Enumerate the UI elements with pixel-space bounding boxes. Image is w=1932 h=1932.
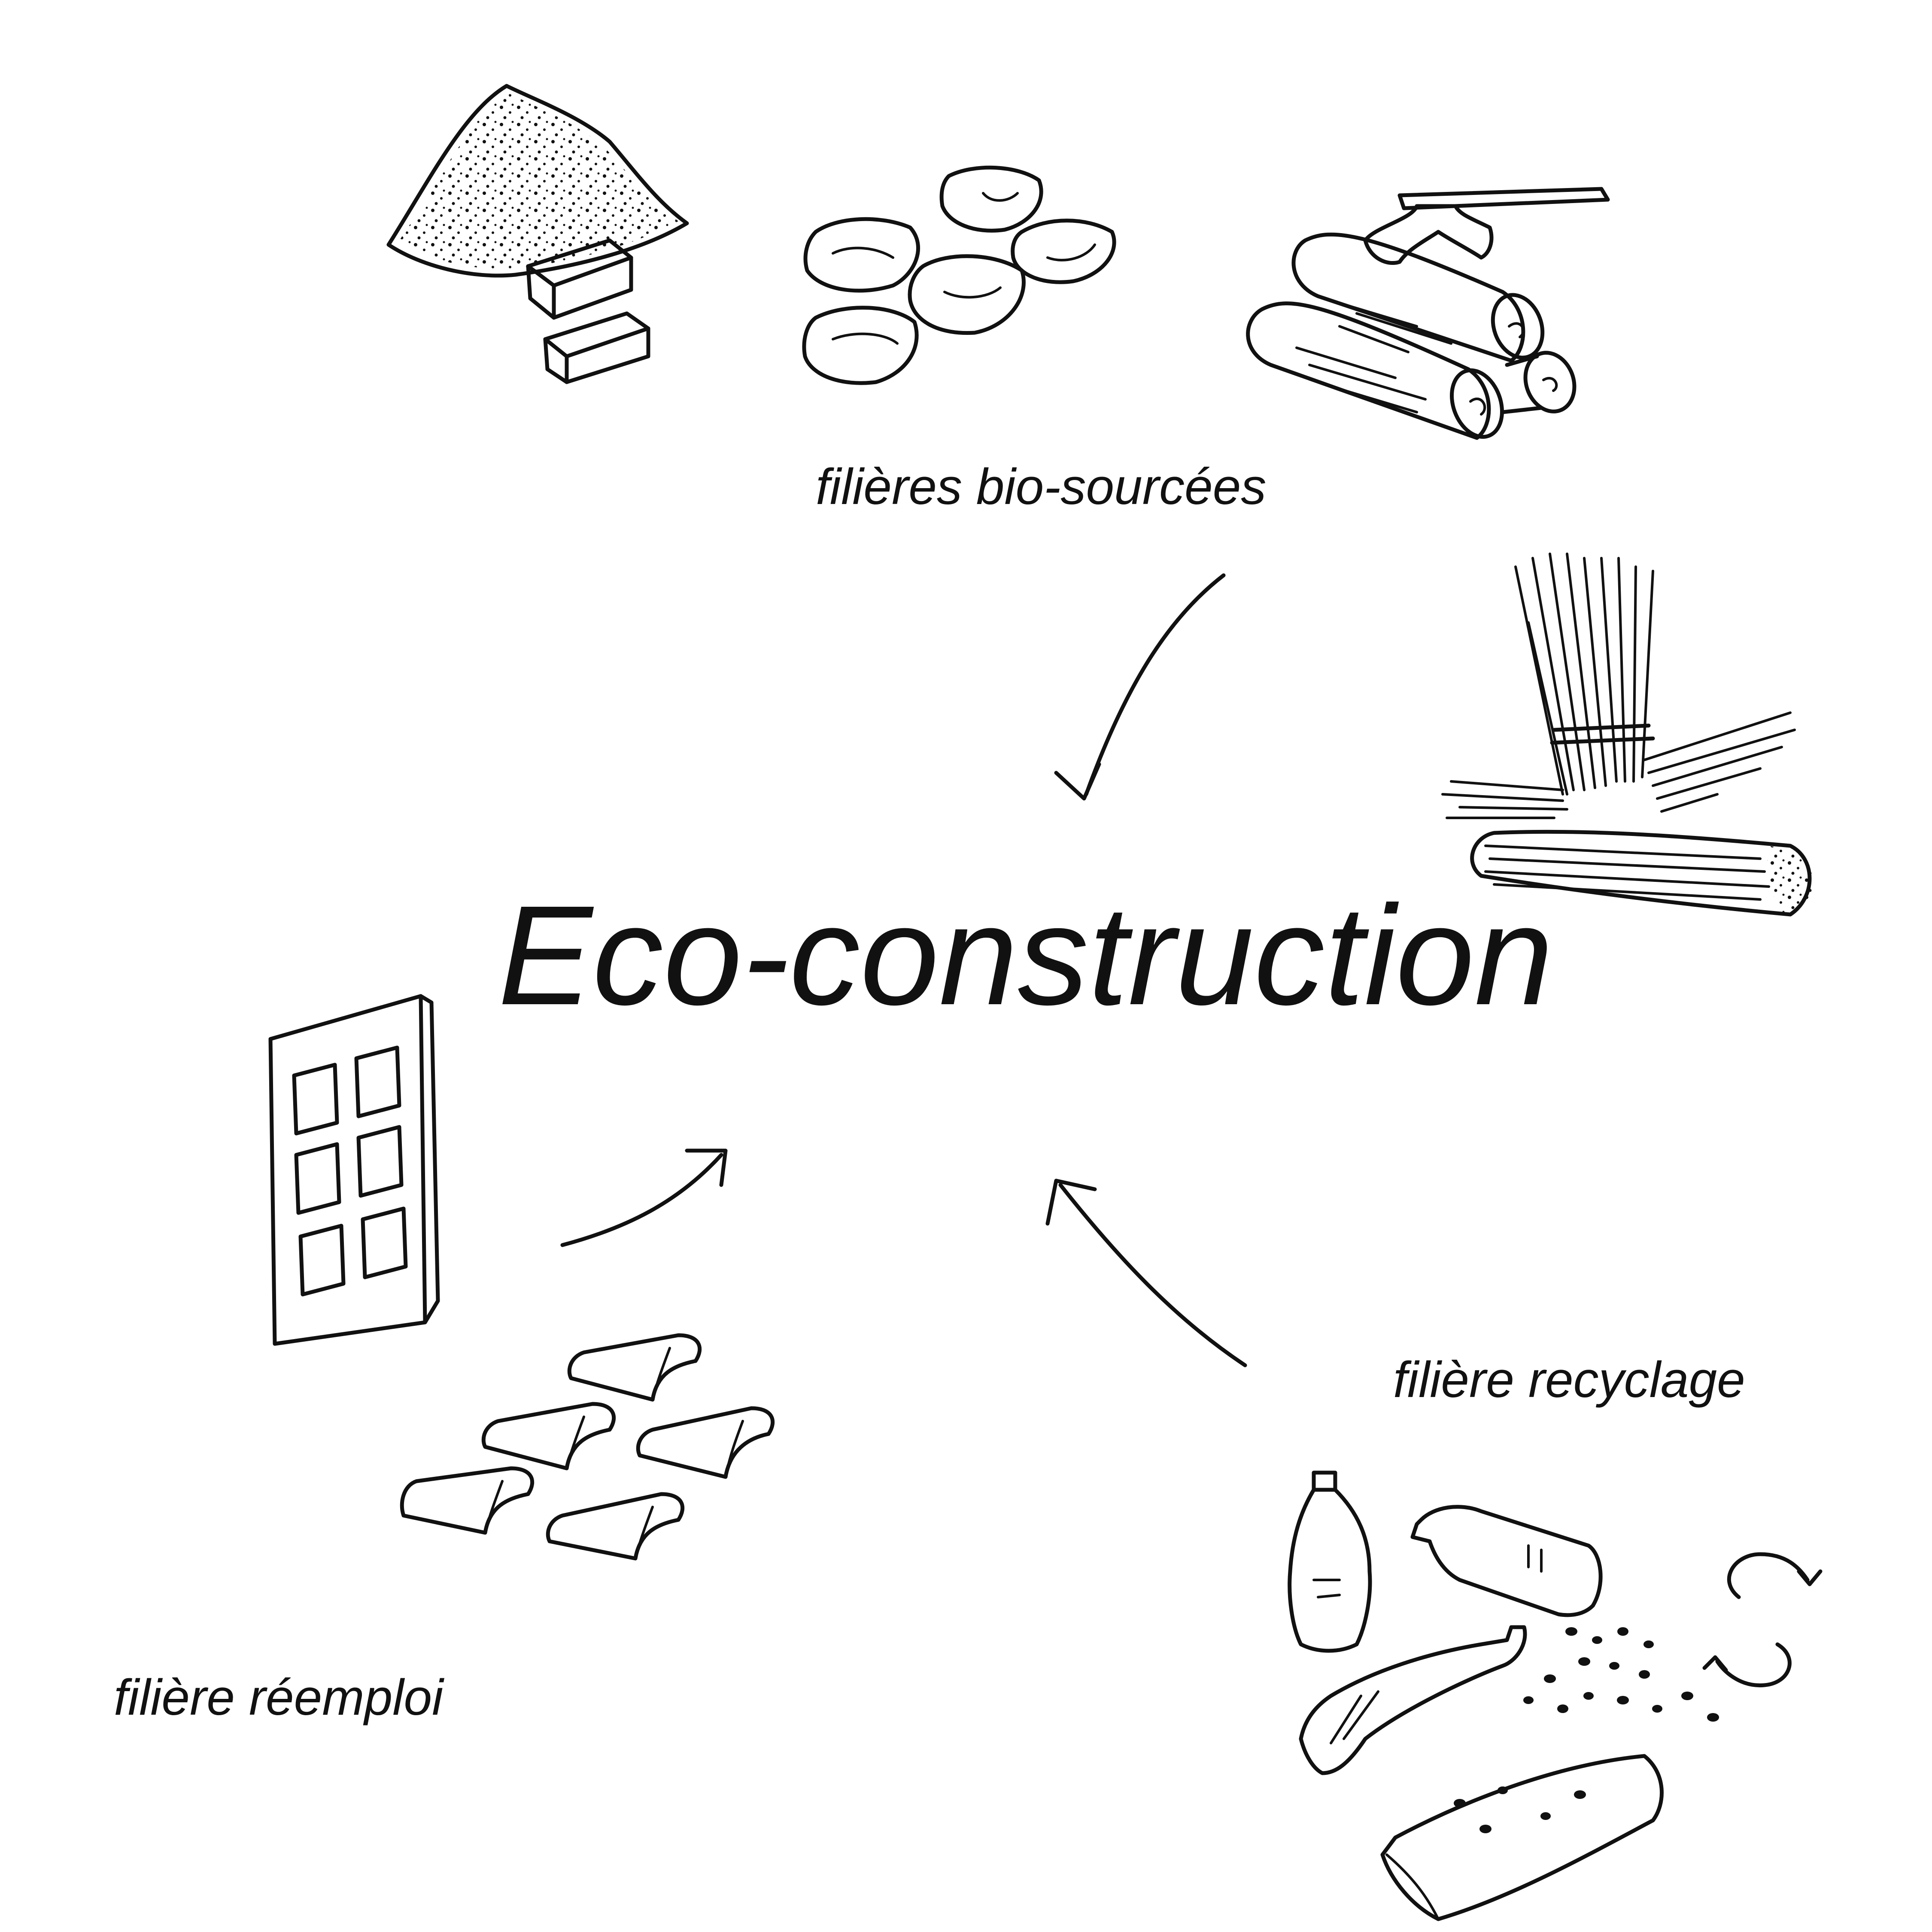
logs-icon [1246,187,1610,440]
recycling-materials-icon [1288,1470,1823,1921]
door-icon [268,994,440,1346]
sawdust-pile-icon [386,84,689,384]
diagram-title: Eco-construction [498,876,1553,1034]
arrow-recycling-to-center [1045,1179,1247,1367]
cork-blocks-icon [802,165,1116,385]
label-recycling: filière recyclage [1393,1352,1745,1408]
roof-tiles-icon [400,1333,775,1561]
label-bio-sourced: filières bio-sourcées [816,459,1267,515]
label-reuse: filière réemploi [114,1669,444,1726]
arrow-bio-to-center [1054,573,1226,801]
arrow-reuse-to-center [560,1148,728,1247]
straw-bale-icon [1441,553,1814,917]
